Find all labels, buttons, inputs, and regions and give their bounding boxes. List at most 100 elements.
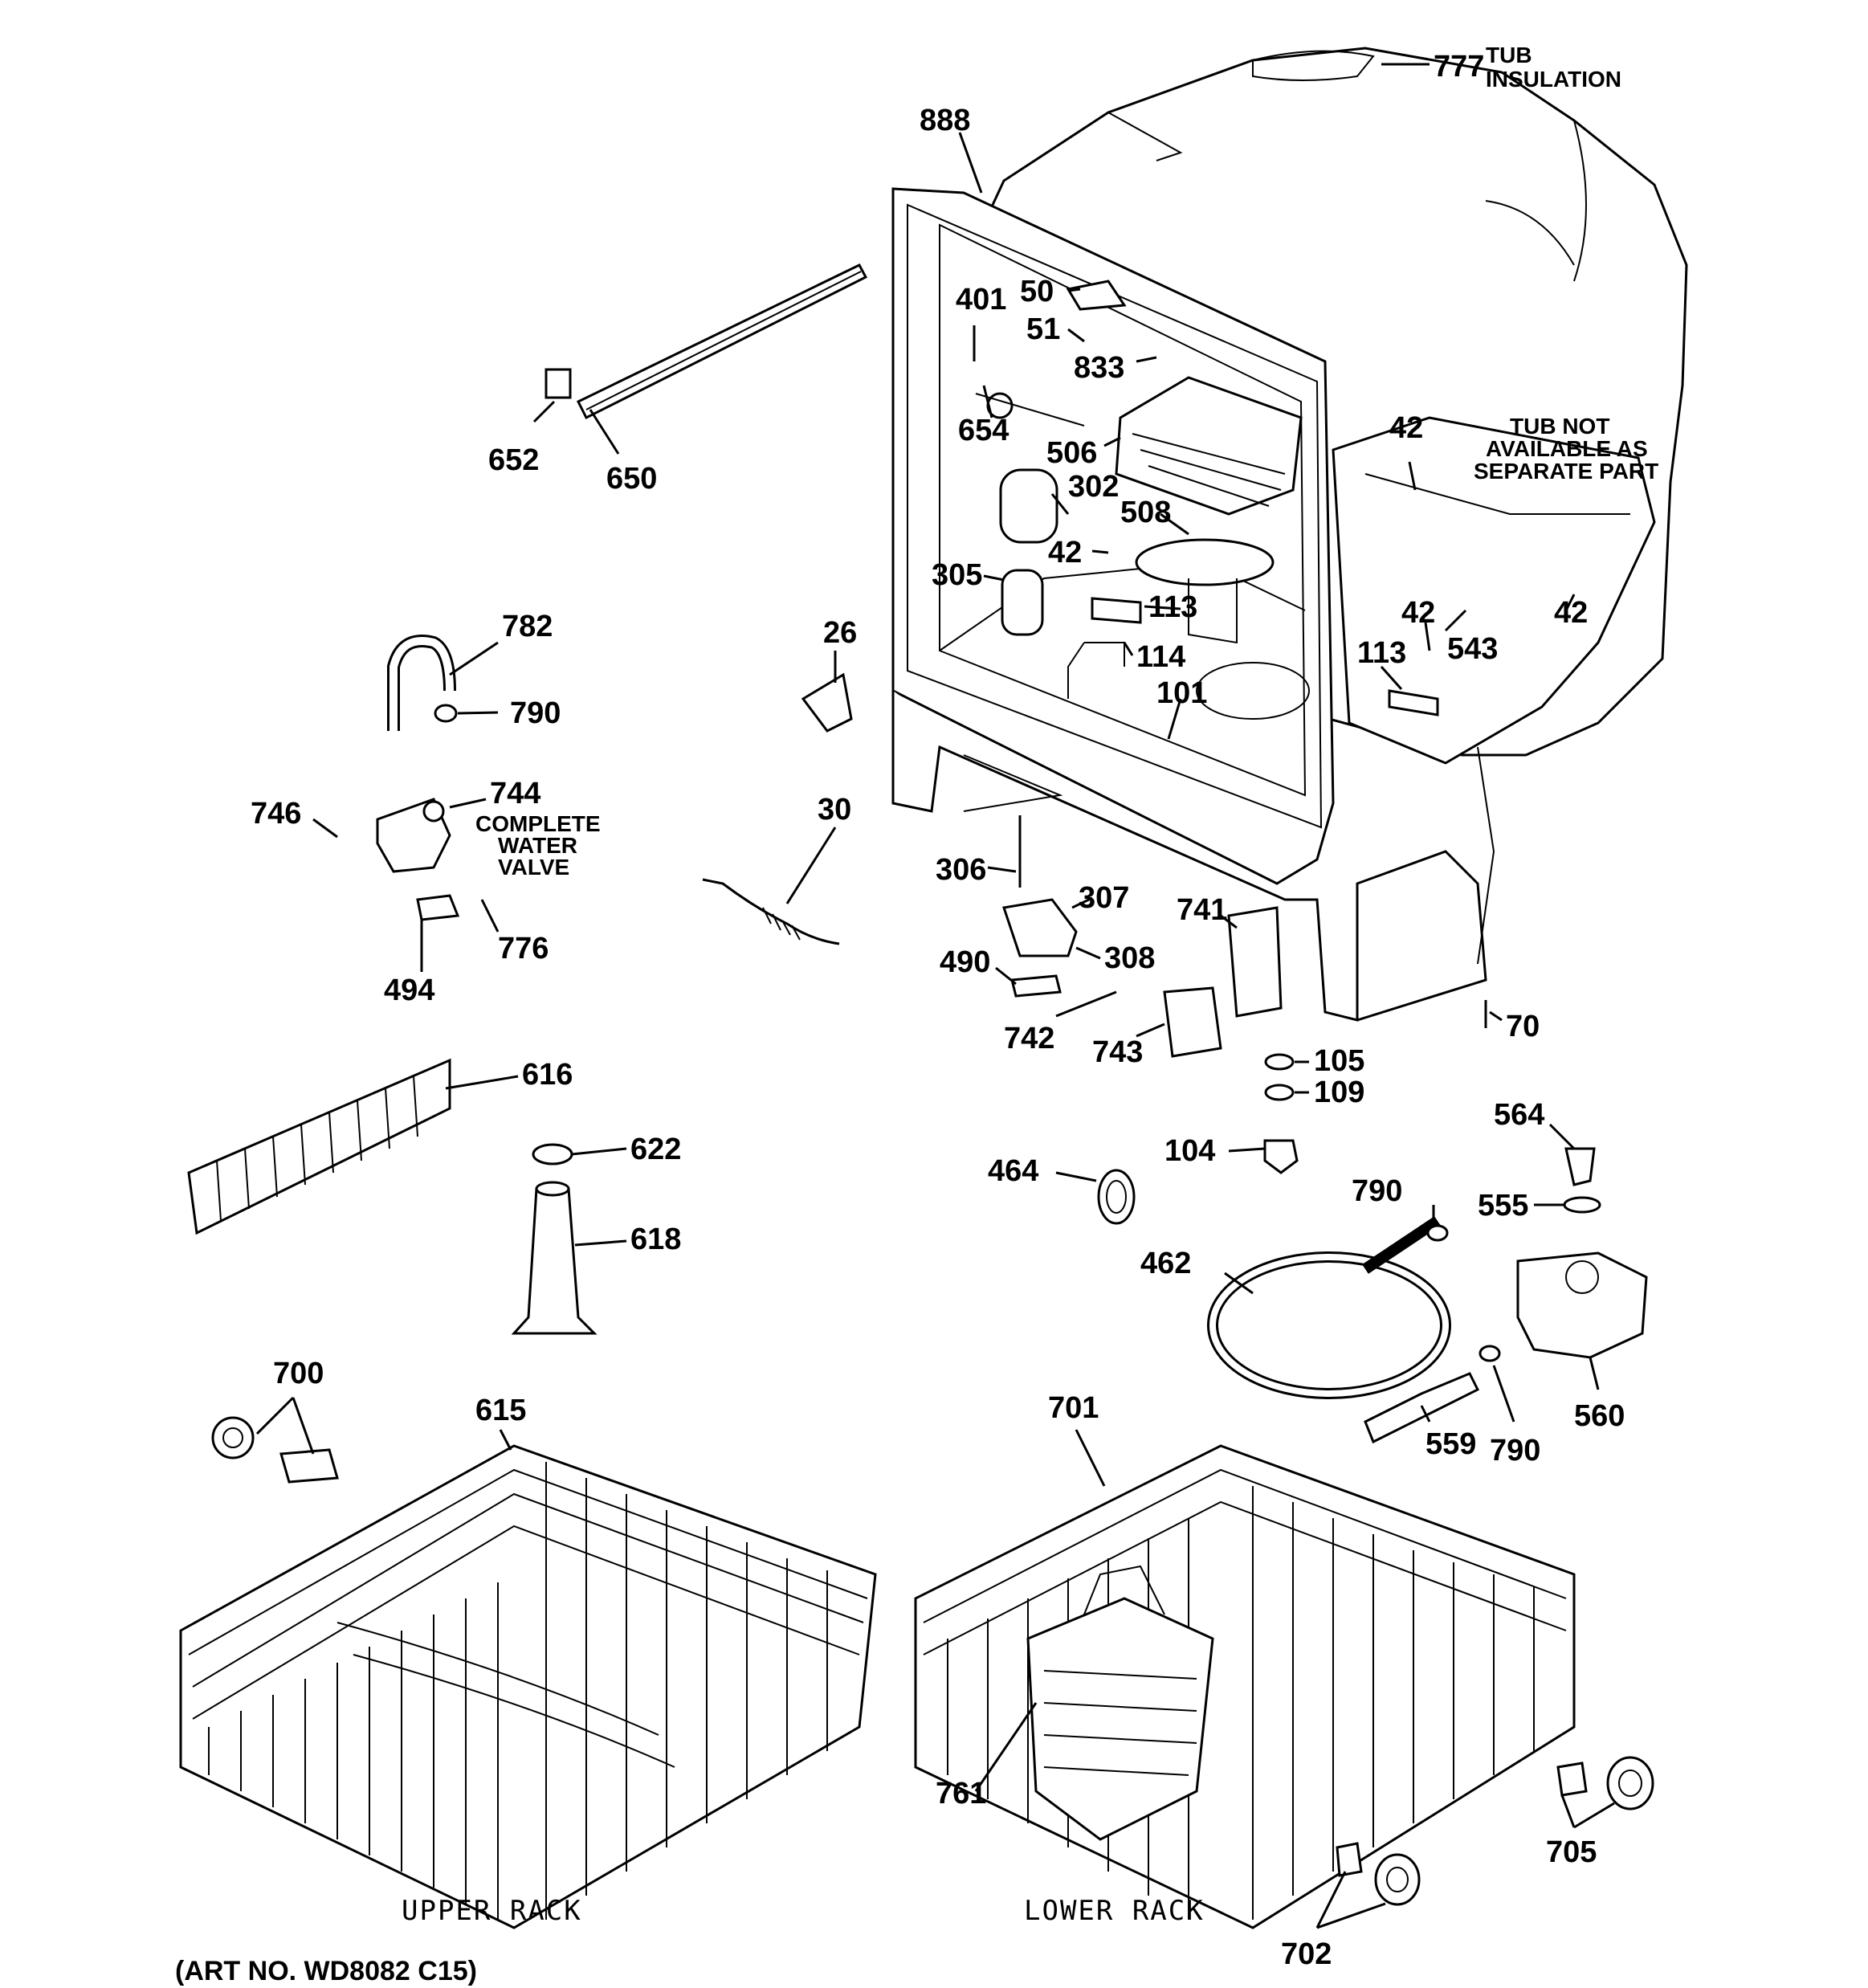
hose-782-inner <box>390 637 454 731</box>
label-555: 555 <box>1478 1189 1528 1223</box>
part-26 <box>801 672 853 733</box>
tub-right-panel <box>1332 416 1656 765</box>
oring-555 <box>1563 1196 1601 1214</box>
label-761: 761 <box>936 1777 986 1810</box>
label-508: 508 <box>1120 496 1171 529</box>
wheel-bracket-702 <box>1336 1842 1363 1877</box>
label-701: 701 <box>1048 1391 1099 1425</box>
label-654: 654 <box>958 414 1009 447</box>
clamp-790b <box>1426 1224 1449 1242</box>
label-113-a: 113 <box>1148 590 1197 624</box>
water-valve-note-1: COMPLETE <box>475 811 601 836</box>
label-790-a: 790 <box>510 696 561 730</box>
label-618: 618 <box>630 1223 681 1256</box>
label-30: 30 <box>818 793 851 827</box>
washer-109 <box>1264 1084 1295 1101</box>
rack-parts <box>179 1058 1654 1929</box>
label-652: 652 <box>488 443 539 477</box>
label-560: 560 <box>1574 1399 1625 1433</box>
tub-not-available-note-3: SEPARATE PART <box>1474 459 1658 484</box>
module-743 <box>1163 986 1222 1058</box>
water-valve-note-3: VALVE <box>498 855 569 880</box>
insulation-top-cap <box>1252 50 1375 81</box>
label-833: 833 <box>1074 351 1124 385</box>
label-464: 464 <box>988 1154 1038 1188</box>
tub-inner-opening <box>907 203 1323 829</box>
label-490: 490 <box>940 945 990 979</box>
tub-not-available-note-1: TUB NOT <box>1510 414 1609 439</box>
label-742: 742 <box>1004 1022 1054 1055</box>
label-50: 50 <box>1020 275 1054 308</box>
label-741: 741 <box>1177 893 1227 927</box>
tub-not-available-note-2: AVAILABLE AS <box>1486 436 1648 461</box>
pump-parts <box>1207 1147 1648 1444</box>
label-401: 401 <box>956 283 1006 316</box>
label-101: 101 <box>1156 676 1207 710</box>
leader-lines <box>255 63 1615 1929</box>
label-307: 307 <box>1079 881 1129 915</box>
part-494 <box>416 894 460 921</box>
label-302: 302 <box>1068 470 1119 504</box>
label-308: 308 <box>1104 941 1155 975</box>
tub-inner-wall <box>939 223 1307 797</box>
label-51: 51 <box>1026 312 1060 346</box>
upper-rack-caption: UPPER RACK <box>402 1895 582 1927</box>
captions: UPPER RACK LOWER RACK (ART NO. WD8082 C1… <box>175 1895 1203 1986</box>
base-brace <box>963 754 1063 812</box>
label-42-c: 42 <box>1401 596 1435 630</box>
base-frame <box>891 691 1487 1022</box>
pump-560 <box>1516 1251 1648 1359</box>
left-small-parts <box>376 263 868 945</box>
wheel-bracket-705 <box>1556 1761 1588 1797</box>
label-114: 114 <box>1136 640 1185 674</box>
shelf-tines <box>216 1076 418 1222</box>
label-777: 777 <box>1434 50 1484 84</box>
roller-700a <box>211 1416 255 1459</box>
label-790-b: 790 <box>1352 1174 1402 1208</box>
center-small-parts <box>1002 815 1487 1225</box>
label-782: 782 <box>502 610 553 643</box>
upper-rack-615 <box>179 1444 877 1929</box>
part-564 <box>1564 1147 1596 1186</box>
clamp-790 <box>434 704 458 723</box>
water-valve-note-2: WATER <box>498 833 577 858</box>
bracket-113-right <box>1388 689 1439 716</box>
label-506: 506 <box>1046 436 1097 470</box>
part-labels: 777 888 50 401 51 833 652 650 654 506 42… <box>251 50 1625 1971</box>
label-564: 564 <box>1494 1098 1544 1132</box>
capacitor-302 <box>999 468 1058 544</box>
label-462: 462 <box>1140 1247 1191 1280</box>
label-26: 26 <box>823 616 857 650</box>
washer-105 <box>1264 1053 1295 1071</box>
clamp-790c <box>1478 1345 1501 1362</box>
roller-700b <box>279 1448 339 1484</box>
label-702: 702 <box>1281 1937 1332 1971</box>
label-105: 105 <box>1314 1044 1364 1078</box>
cam-shaft <box>975 393 1085 427</box>
shelf-616 <box>187 1058 451 1235</box>
rail-end-cap-652 <box>544 368 572 399</box>
silverware-basket-761 <box>1026 1597 1214 1841</box>
latch-bracket-50 <box>1066 280 1127 311</box>
label-650: 650 <box>606 462 657 496</box>
art-number: (ART NO. WD8082 C15) <box>175 1956 477 1986</box>
rail-groove <box>585 271 862 410</box>
dispenser-parts <box>975 280 1439 716</box>
label-543: 543 <box>1447 632 1498 666</box>
insulation-flap <box>1107 112 1183 161</box>
notes: TUB INSULATION TUB NOT AVAILABLE AS SEPA… <box>475 43 1658 880</box>
label-42-d: 42 <box>1554 596 1588 630</box>
sump-opening <box>1196 662 1310 720</box>
label-42-a: 42 <box>1389 411 1423 445</box>
spring-30 <box>702 878 840 945</box>
label-42-b: 42 <box>1048 536 1082 569</box>
label-744: 744 <box>490 777 540 810</box>
label-104: 104 <box>1164 1134 1215 1168</box>
detergent-dispenser <box>1115 376 1303 516</box>
label-743: 743 <box>1092 1035 1143 1069</box>
wheel-705 <box>1606 1756 1654 1810</box>
basket-handle <box>1083 1565 1165 1615</box>
valve-inlet <box>422 800 445 823</box>
fitting-104 <box>1263 1139 1299 1174</box>
